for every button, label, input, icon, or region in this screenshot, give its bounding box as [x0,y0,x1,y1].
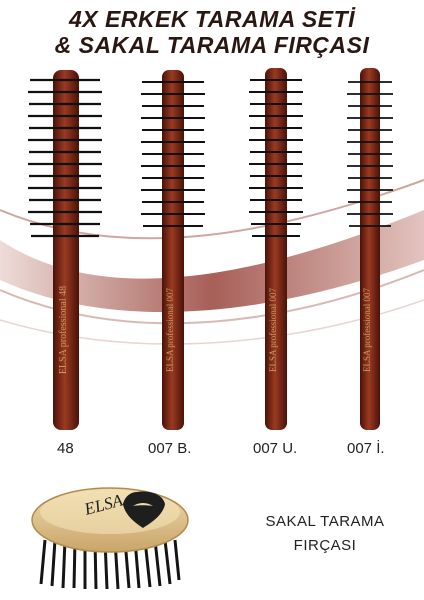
beard-brush: ELSA [31,487,189,590]
label-brush-007-i: 007 İ. [347,440,385,457]
title-line-1: 4X ERKEK TARAMA SETİ [68,6,356,32]
label-brush-48: 48 [57,440,74,457]
brand-text-007-i: ELSA professional 007 [362,288,372,372]
beard-brush-bristles [39,539,181,590]
brand-text-48: ELSA professional 48 [58,286,69,374]
label-brush-007-b: 007 B. [148,440,192,457]
brand-text-007-b: ELSA professional 007 [165,288,175,372]
round-brush-007-i: ELSA professional 007 [347,68,393,430]
beard-brush-label-line-2: FIRÇASI [293,537,357,554]
round-brushes-group: ELSA professional 48 ELSA professional 0… [28,68,393,430]
brand-text-007-u: ELSA professional 007 [268,288,278,372]
beard-logo-icon [123,491,165,528]
label-brush-007-u: 007 U. [253,440,298,457]
round-brush-48: ELSA professional 48 [28,70,102,430]
beard-brush-label-line-1: SAKAL TARAMA [265,513,385,530]
round-brush-007-b: ELSA professional 007 [141,70,205,430]
round-brush-007-u: ELSA professional 007 [249,68,303,430]
title-line-2: & SAKAL TARAMA FIRÇASI [54,32,370,58]
